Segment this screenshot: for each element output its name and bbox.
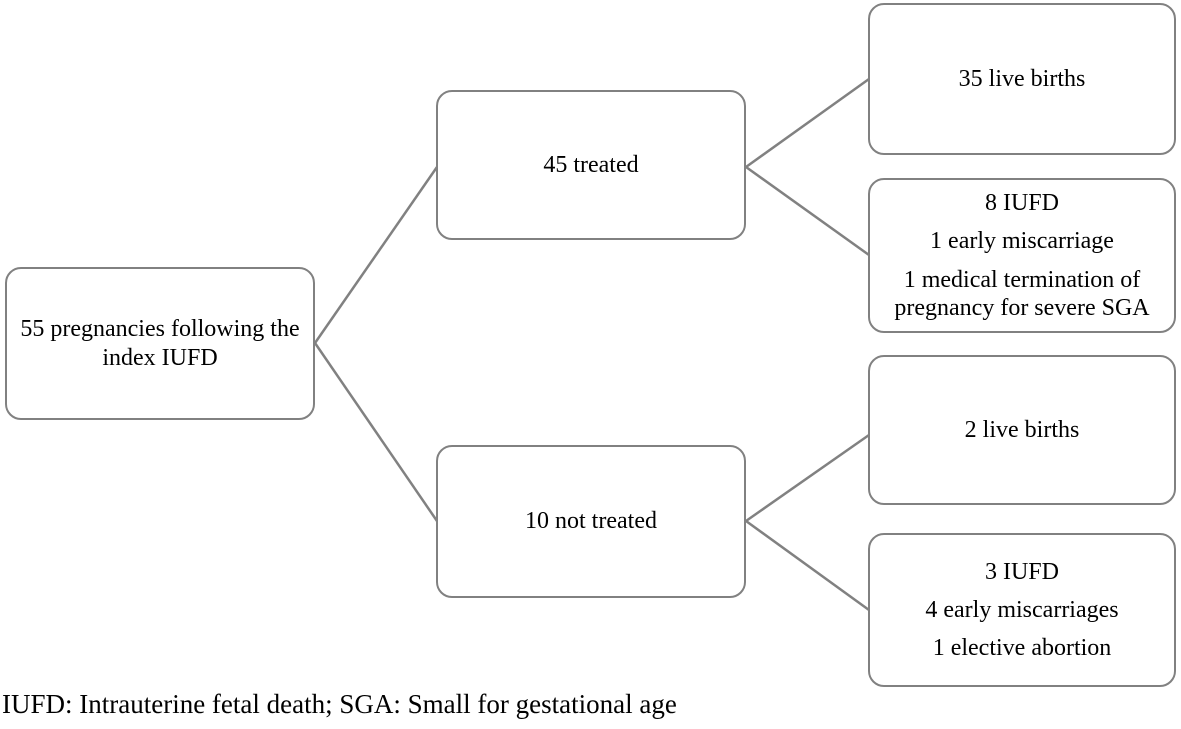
node-treated: 45 treated — [436, 90, 746, 240]
node-untreated-losses: 3 IUFD 4 early miscarriages 1 elective a… — [868, 533, 1176, 687]
node-not-treated: 10 not treated — [436, 445, 746, 598]
node-treated-losses-item-iufd: 8 IUFD — [984, 189, 1059, 216]
node-untreated-losses-item-iufd: 3 IUFD — [984, 558, 1059, 585]
node-root-label: 55 pregnancies following the index IUFD — [20, 316, 300, 371]
connector-treated-to-live-births — [745, 77, 870, 169]
node-treated-label: 45 treated — [543, 151, 639, 178]
node-treated-live-births-label: 35 live births — [958, 65, 1086, 92]
node-untreated-live-births-label: 2 live births — [964, 416, 1080, 443]
connector-not-treated-to-losses — [745, 519, 870, 612]
node-not-treated-label: 10 not treated — [525, 508, 657, 535]
node-treated-losses-item-miscarriage: 1 early miscarriage — [930, 228, 1114, 255]
node-root-pregnancies: 55 pregnancies following the index IUFD — [5, 267, 315, 420]
node-treated-losses: 8 IUFD 1 early miscarriage 1 medical ter… — [868, 178, 1176, 333]
node-untreated-live-births: 2 live births — [868, 355, 1176, 505]
connector-treated-to-losses — [745, 165, 870, 257]
node-untreated-losses-item-abortion: 1 elective abortion — [932, 635, 1112, 662]
node-treated-losses-item-termination: 1 medical termination of pregnancy for s… — [894, 266, 1150, 321]
connector-root-to-not-treated — [313, 342, 439, 522]
connector-not-treated-to-live-births — [745, 433, 870, 523]
node-untreated-losses-item-miscarriages: 4 early miscarriages — [925, 596, 1119, 623]
connector-root-to-treated — [313, 166, 439, 344]
abbreviations-footnote: IUFD: Intrauterine fetal death; SGA: Sma… — [2, 689, 677, 719]
node-treated-live-births: 35 live births — [868, 3, 1176, 155]
